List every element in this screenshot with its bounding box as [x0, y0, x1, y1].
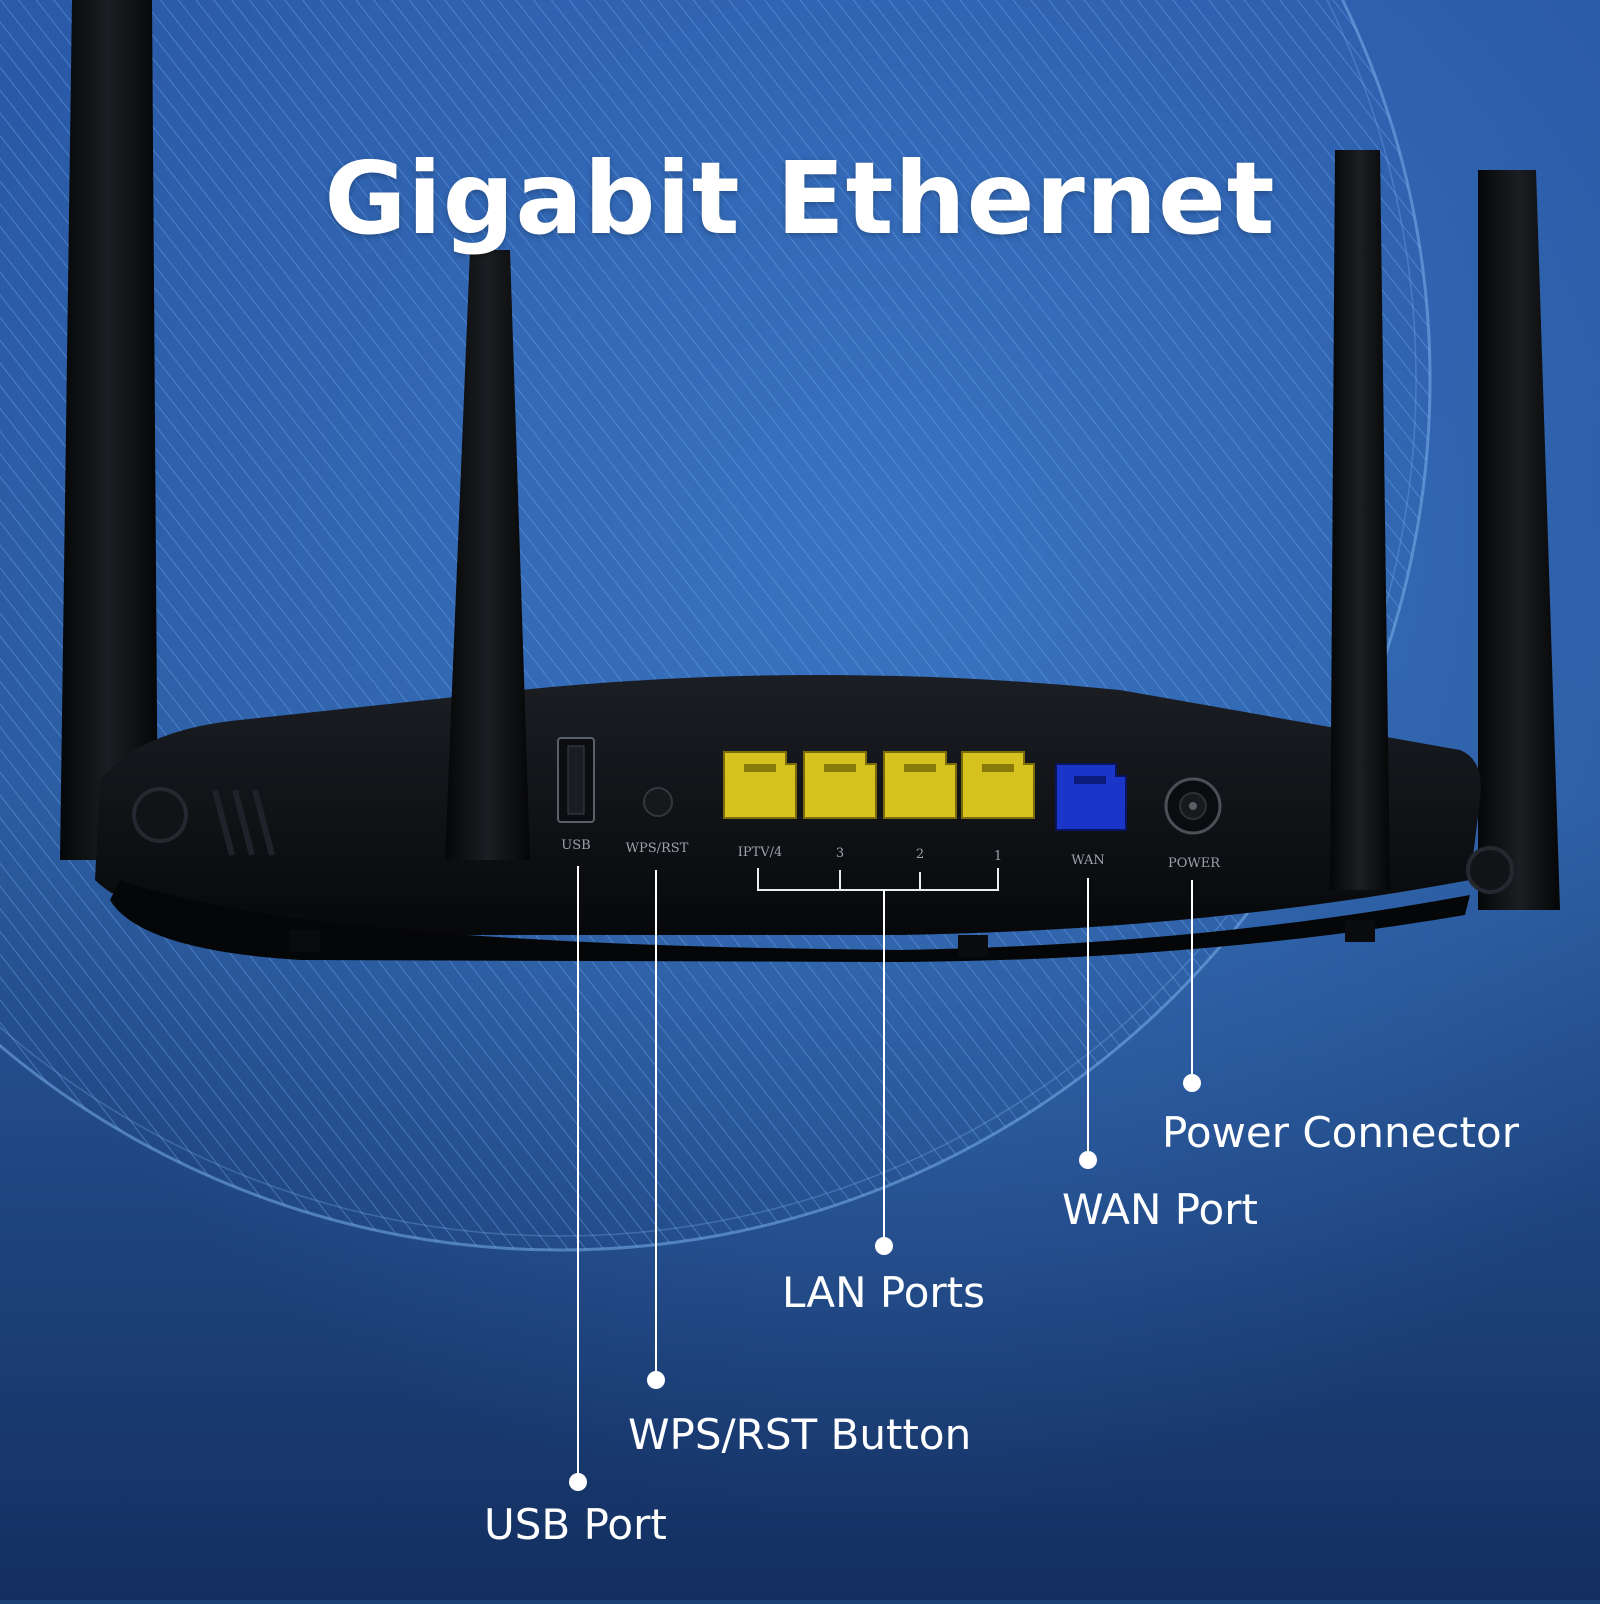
lan-port-3 — [803, 751, 877, 819]
power-callout-dot — [1183, 1074, 1201, 1092]
wan-port — [1055, 763, 1127, 831]
lan2-silkscreen-label: 2 — [916, 847, 924, 862]
lan-ports-callout: LAN Ports — [782, 1268, 986, 1317]
callout-dots — [569, 1074, 1201, 1491]
power-connector-callout: Power Connector — [1162, 1108, 1519, 1157]
power-silkscreen-label: POWER — [1168, 856, 1221, 871]
power-connector — [1164, 777, 1222, 835]
lan-bracket — [757, 868, 999, 891]
usb-silkscreen-label: USB — [561, 838, 590, 853]
lan1-silkscreen-label: 1 — [994, 849, 1002, 864]
lan-port-1 — [961, 751, 1035, 819]
wan-callout-dot — [1079, 1151, 1097, 1169]
callout-leader-lines — [577, 866, 1193, 1482]
lan-callout-dot — [875, 1237, 893, 1255]
lan4-silkscreen-label: IPTV/4 — [738, 845, 783, 860]
usb-port-callout: USB Port — [484, 1500, 667, 1549]
page-title: Gigabit Ethernet — [324, 140, 1276, 257]
wps-rst-button-callout: WPS/RST Button — [628, 1410, 972, 1459]
usb-port — [557, 737, 595, 823]
wan-silkscreen-label: WAN — [1071, 853, 1104, 868]
lan-port-2 — [883, 751, 957, 819]
wps-rst-button — [643, 787, 673, 817]
wan-port-callout: WAN Port — [1062, 1185, 1258, 1234]
wps-callout-dot — [647, 1371, 665, 1389]
wps-silkscreen-label: WPS/RST — [626, 841, 689, 856]
antenna-right-outer — [1478, 170, 1560, 910]
antenna-right-inner — [1330, 150, 1390, 890]
usb-callout-dot — [569, 1473, 587, 1491]
antenna-left-outer — [60, 0, 158, 860]
lan3-silkscreen-label: 3 — [836, 846, 844, 861]
lan-port-4 — [723, 751, 797, 819]
antenna-left-inner — [445, 250, 530, 860]
